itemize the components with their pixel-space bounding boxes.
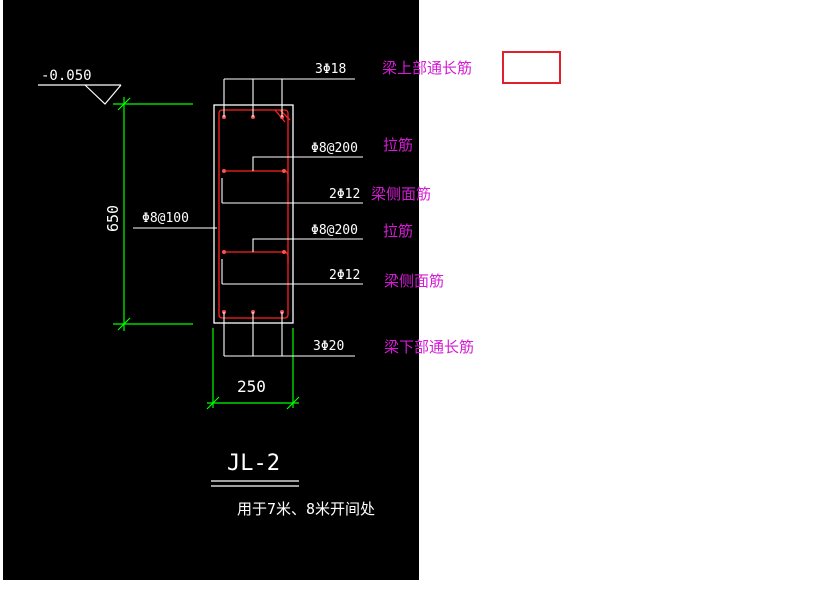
tie-2-label: Φ8@200 <box>311 223 358 238</box>
leader-lines <box>133 78 363 357</box>
annotation-bottom-bars: 梁下部通长筋 <box>384 338 475 356</box>
annotation-top-bars: 梁上部通长筋 <box>382 59 473 77</box>
cad-drawing-panel: -0.050 650 250 <box>3 0 419 580</box>
annotation-side-bars-2: 梁侧面筋 <box>384 272 445 290</box>
annotation-tie-1: 拉筋 <box>383 136 414 154</box>
annotation-tie-2: 拉筋 <box>383 222 414 240</box>
top-bars-label: 3Φ18 <box>315 62 346 77</box>
title-underline <box>211 480 299 487</box>
stirrup <box>218 109 291 319</box>
stirrup-label: Φ8@100 <box>142 211 189 226</box>
tie-1-label: Φ8@200 <box>311 141 358 156</box>
elevation-marker <box>38 84 122 105</box>
section-note: 用于7米、8米开间处 <box>237 500 375 518</box>
side-bars-2-label: 2Φ12 <box>329 268 360 283</box>
width-dimension <box>206 328 300 410</box>
section-title: JL-2 <box>227 451 280 476</box>
beam-section-drawing: -0.050 650 250 <box>38 62 375 518</box>
bottom-bars-label: 3Φ20 <box>313 339 344 354</box>
width-dimension-label: 250 <box>237 377 266 396</box>
ties <box>222 170 289 263</box>
height-dimension-label: 650 <box>104 205 122 232</box>
height-dimension <box>113 97 193 331</box>
beam-outline <box>213 104 294 324</box>
elevation-label: -0.050 <box>41 68 92 84</box>
answer-input-box[interactable] <box>502 51 561 84</box>
annotation-side-bars-1: 梁侧面筋 <box>371 185 432 203</box>
side-bars-1-label: 2Φ12 <box>329 187 360 202</box>
